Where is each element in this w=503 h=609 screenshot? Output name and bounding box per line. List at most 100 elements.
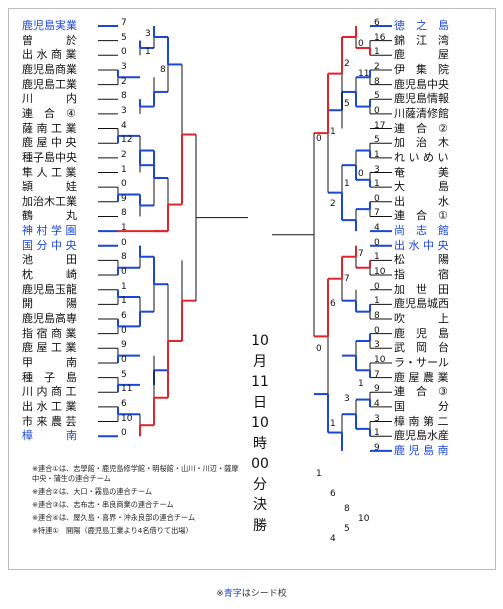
title-part: 時: [253, 435, 267, 452]
score-label: 6: [330, 489, 336, 499]
score-label: 1: [374, 179, 380, 190]
score-label: 3: [121, 105, 127, 116]
score-label: 3: [121, 61, 127, 72]
left-team-name: 川 内: [22, 92, 77, 106]
score-label: 1: [121, 164, 127, 175]
score-label: 9: [121, 193, 127, 204]
frame-border: [8, 8, 496, 570]
score-label: 7: [344, 274, 350, 284]
score-label: 8: [121, 208, 127, 219]
right-team-name: 樟 南 第 二: [394, 414, 449, 428]
score-label: 0: [121, 47, 127, 58]
right-team-name: 川薩清修館: [394, 106, 449, 120]
score-label: 16: [374, 32, 386, 43]
right-team-name: 尚 志 館: [394, 224, 449, 238]
score-label: 17: [374, 120, 386, 131]
right-team-name: 指 宿: [394, 268, 449, 282]
score-label: 0: [121, 267, 127, 278]
score-label: 1: [121, 281, 127, 292]
score-label: 0: [374, 237, 380, 248]
score-label: 7: [374, 369, 380, 380]
score-label: 2: [344, 59, 350, 69]
score-label: 8: [344, 504, 350, 514]
right-team-name: れ い め い: [394, 150, 449, 164]
title-part: 分: [253, 476, 267, 493]
score-label: 0: [121, 237, 127, 248]
score-label: 4: [374, 398, 380, 409]
final-schedule-title: 10 月 11 日 10 時 00 分 決 勝: [248, 331, 272, 536]
left-team-name: 隼 人 工 業: [22, 165, 77, 179]
right-team-name: 鹿 児 島 南: [394, 443, 449, 457]
score-label: 4: [374, 223, 380, 234]
score-label: 2: [121, 76, 127, 87]
left-team-name: 出 水 商 業: [22, 48, 77, 62]
left-team-name: 鶴 丸: [22, 209, 77, 223]
left-team-name: 開 陽: [22, 297, 77, 311]
left-team-name: 頴 娃: [22, 180, 77, 194]
right-team-name: 錦 江 湾: [394, 33, 449, 47]
score-label: 0: [374, 281, 380, 292]
left-team-name: 甲 南: [22, 355, 77, 369]
title-part: 日: [253, 394, 267, 411]
right-team-name: 鹿児島情報: [394, 92, 449, 106]
score-label: 11: [121, 384, 133, 395]
score-label: 5: [344, 524, 350, 534]
score-label: 12: [121, 135, 133, 146]
caption-blue-text[interactable]: 青字: [223, 589, 242, 599]
note-item: ※特連① 開陽（鹿児島工業より4名借りて出場）: [32, 526, 193, 535]
left-team-name: 鹿 屋 中 央: [22, 136, 77, 150]
left-team-name: 鹿児島商業: [22, 62, 77, 76]
score-label: 3: [374, 340, 380, 351]
title-part: 月: [253, 353, 267, 370]
right-team-name: 加 治 木: [394, 136, 449, 150]
score-label: 3: [374, 164, 380, 175]
score-label: 1: [145, 47, 151, 57]
score-label: 5: [374, 91, 380, 102]
score-label: 8: [121, 91, 127, 102]
left-team-name: 鹿児島実業: [22, 19, 77, 32]
right-team-name: ラ・サール: [394, 355, 449, 369]
score-label: 0: [374, 193, 380, 204]
title-part: 11: [251, 374, 269, 390]
right-team-name: 大 島: [394, 180, 449, 194]
left-team-name: 神 村 学 園: [22, 224, 77, 238]
score-label: 4: [121, 120, 127, 131]
score-label: 6: [121, 398, 127, 409]
left-team-name: 鹿児島玉龍: [22, 282, 77, 296]
left-team-name: 鹿児島工業: [22, 77, 77, 91]
score-label: 3: [374, 413, 380, 424]
left-team-name: 樟 南: [22, 429, 77, 443]
score-label: 1: [374, 47, 380, 58]
score-label: 1: [330, 127, 336, 137]
score-label: 0: [121, 179, 127, 190]
left-team-name: 川 内 商 工: [22, 385, 77, 399]
title-part: 00: [251, 456, 269, 472]
score-label: 1: [121, 296, 127, 307]
score-label: 1: [316, 469, 322, 479]
right-team-name: 連 合 ③: [394, 385, 448, 399]
score-label: 11: [358, 69, 370, 79]
score-label: 1: [374, 149, 380, 160]
right-team-name: 連 合 ①: [394, 209, 448, 223]
score-label: 10: [374, 354, 386, 365]
right-team-name: 鹿 児 島: [394, 326, 449, 340]
score-label: 8: [160, 65, 166, 75]
right-team-name: 加 世 田: [394, 282, 449, 296]
left-team-name: 鹿児島高専: [22, 312, 77, 325]
right-team-name: 鹿 屋: [394, 48, 449, 62]
right-team-name: 徳 之 島: [394, 19, 449, 32]
score-label: 7: [358, 249, 364, 259]
left-team-name: 指 宿 商 業: [22, 326, 77, 340]
score-label: 0: [316, 134, 322, 144]
left-team-name: 出 水 工 業: [22, 399, 77, 413]
score-label: 8: [121, 252, 127, 263]
title-part: 10: [251, 333, 269, 349]
score-label: 0: [358, 39, 364, 49]
score-label: 0: [316, 344, 322, 354]
score-label: 2: [121, 149, 127, 160]
score-label: 5: [344, 99, 350, 109]
score-label: 1: [374, 252, 380, 263]
seed-caption: ※青字はシード校: [0, 586, 503, 599]
